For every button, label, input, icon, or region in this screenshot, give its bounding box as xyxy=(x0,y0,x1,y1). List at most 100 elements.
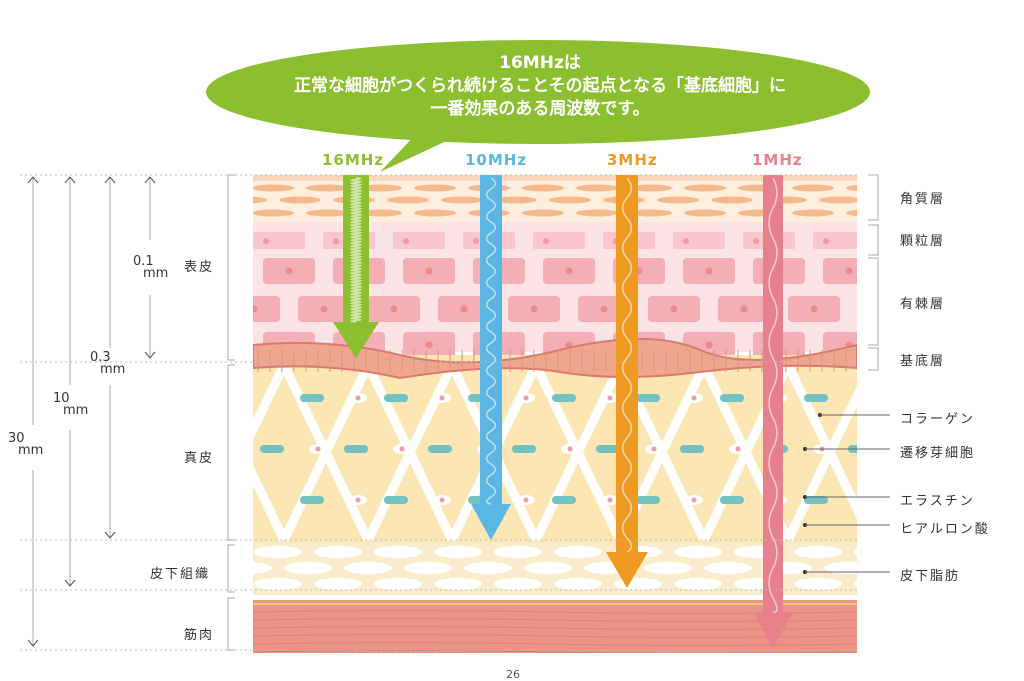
fat-cell xyxy=(674,578,722,590)
keratin-cell xyxy=(576,184,618,192)
cell-nucleus xyxy=(881,306,888,313)
cell-nucleus xyxy=(607,395,613,401)
cell-nucleus xyxy=(425,341,433,349)
label-fibroblast: 遷移芽細胞 xyxy=(900,446,976,461)
fat-cell xyxy=(253,562,272,574)
cell-nucleus xyxy=(860,498,865,503)
layer-label-stratum-basale: 基底層 xyxy=(900,354,946,369)
muscle-fiber xyxy=(253,634,857,638)
fat-cell xyxy=(524,562,572,574)
fat-cell xyxy=(284,562,332,574)
elastin-fiber xyxy=(384,496,408,504)
cell-nucleus xyxy=(403,238,409,244)
layer-label-epidermis: 表皮 xyxy=(184,260,215,275)
keratin-cell xyxy=(253,209,294,217)
keratin-cell xyxy=(360,184,402,192)
cell-nucleus xyxy=(600,305,608,313)
keratin-cell xyxy=(846,209,857,217)
cell-nucleus xyxy=(320,305,328,313)
depth-value: 0.3 xyxy=(90,350,111,365)
right-bracket xyxy=(868,174,879,221)
keratin-cell xyxy=(414,209,456,217)
fat-cell xyxy=(374,578,422,590)
depth-arrowheads xyxy=(104,176,116,539)
layer-label-dermis: 真皮 xyxy=(184,451,215,466)
cell-nucleus xyxy=(530,305,538,313)
cell-nucleus xyxy=(523,395,529,401)
depth-unit: mm xyxy=(63,403,89,418)
cell-nucleus xyxy=(691,395,697,401)
granular-cell xyxy=(673,232,725,249)
cell-nucleus xyxy=(333,238,339,244)
right-bracket xyxy=(868,257,879,346)
elastin-fiber xyxy=(552,394,576,402)
wave-line xyxy=(485,177,497,505)
fat-cell xyxy=(794,578,842,590)
label-elastin: エラスチン xyxy=(900,494,975,509)
keratin-cell xyxy=(387,196,429,204)
label-hyaluronic-acid: ヒアルロン酸 xyxy=(900,522,990,537)
left-bracket xyxy=(227,544,235,593)
fat-cell xyxy=(794,546,842,558)
elastin-fiber xyxy=(428,445,452,453)
elastin-fiber xyxy=(344,445,368,453)
fat-cell xyxy=(314,578,362,590)
fat-cell xyxy=(254,578,302,590)
keratin-cell xyxy=(792,209,834,217)
cell-nucleus xyxy=(253,305,258,313)
elastin-fiber xyxy=(300,496,324,504)
speech-bubble xyxy=(206,40,870,172)
keratin-cell xyxy=(630,184,672,192)
cell-nucleus xyxy=(439,497,445,503)
layer-label-subcutaneous: 皮下組織 xyxy=(150,567,211,582)
keratin-cell xyxy=(846,184,857,192)
cell-nucleus xyxy=(390,305,398,313)
fat-cell xyxy=(344,562,392,574)
stratum-corneum-top xyxy=(253,175,857,181)
arrow-10mhz xyxy=(471,175,511,540)
cell-nucleus xyxy=(691,497,697,503)
depth-unit: mm xyxy=(100,362,126,377)
bubble-text: 16MHzは 正常な細胞がつくられ続けることその起点となる「基底細胞」に 一番効… xyxy=(210,52,870,121)
cell-nucleus xyxy=(845,267,853,275)
cell-nucleus xyxy=(823,238,829,244)
fat-cell xyxy=(824,562,857,574)
layer-label-stratum-corneum: 角質層 xyxy=(900,192,946,207)
fat-cell xyxy=(704,562,752,574)
cell-nucleus xyxy=(439,395,445,401)
cell-nucleus xyxy=(355,395,361,401)
arrow-16mhz xyxy=(333,175,379,358)
fat-cell xyxy=(674,546,722,558)
keratin-cell xyxy=(576,209,618,217)
muscle-fiber xyxy=(253,642,857,646)
bubble-line-2: 正常な細胞がつくられ続けることその起点となる「基底細胞」に xyxy=(294,76,786,96)
label-collagen: コラーゲン xyxy=(900,412,976,427)
fibroblast xyxy=(853,495,857,505)
freq-label-3mhz: 3MHz xyxy=(607,151,658,169)
fibroblast xyxy=(853,393,857,403)
elastin-fiber xyxy=(636,394,660,402)
cell-nucleus xyxy=(705,267,713,275)
cell-nucleus xyxy=(753,238,759,244)
cell-nucleus xyxy=(355,497,361,503)
lattice xyxy=(253,363,289,542)
elastin-fiber xyxy=(300,394,324,402)
cell-nucleus xyxy=(740,305,748,313)
fat-cell xyxy=(854,549,857,555)
keratin-cell xyxy=(630,209,672,217)
arrow-shape xyxy=(471,175,511,540)
fat-cell xyxy=(434,578,482,590)
cell-nucleus xyxy=(683,238,689,244)
elastin-fiber xyxy=(512,445,536,453)
keratin-cell xyxy=(495,196,537,204)
fat-cell xyxy=(494,546,542,558)
keratin-cell xyxy=(657,196,699,204)
keratin-cell xyxy=(711,196,753,204)
keratin-cell xyxy=(279,196,321,204)
cell-nucleus xyxy=(735,446,741,452)
layer-label-stratum-granulosum: 顆粒層 xyxy=(900,234,946,249)
fat-cell xyxy=(434,546,482,558)
